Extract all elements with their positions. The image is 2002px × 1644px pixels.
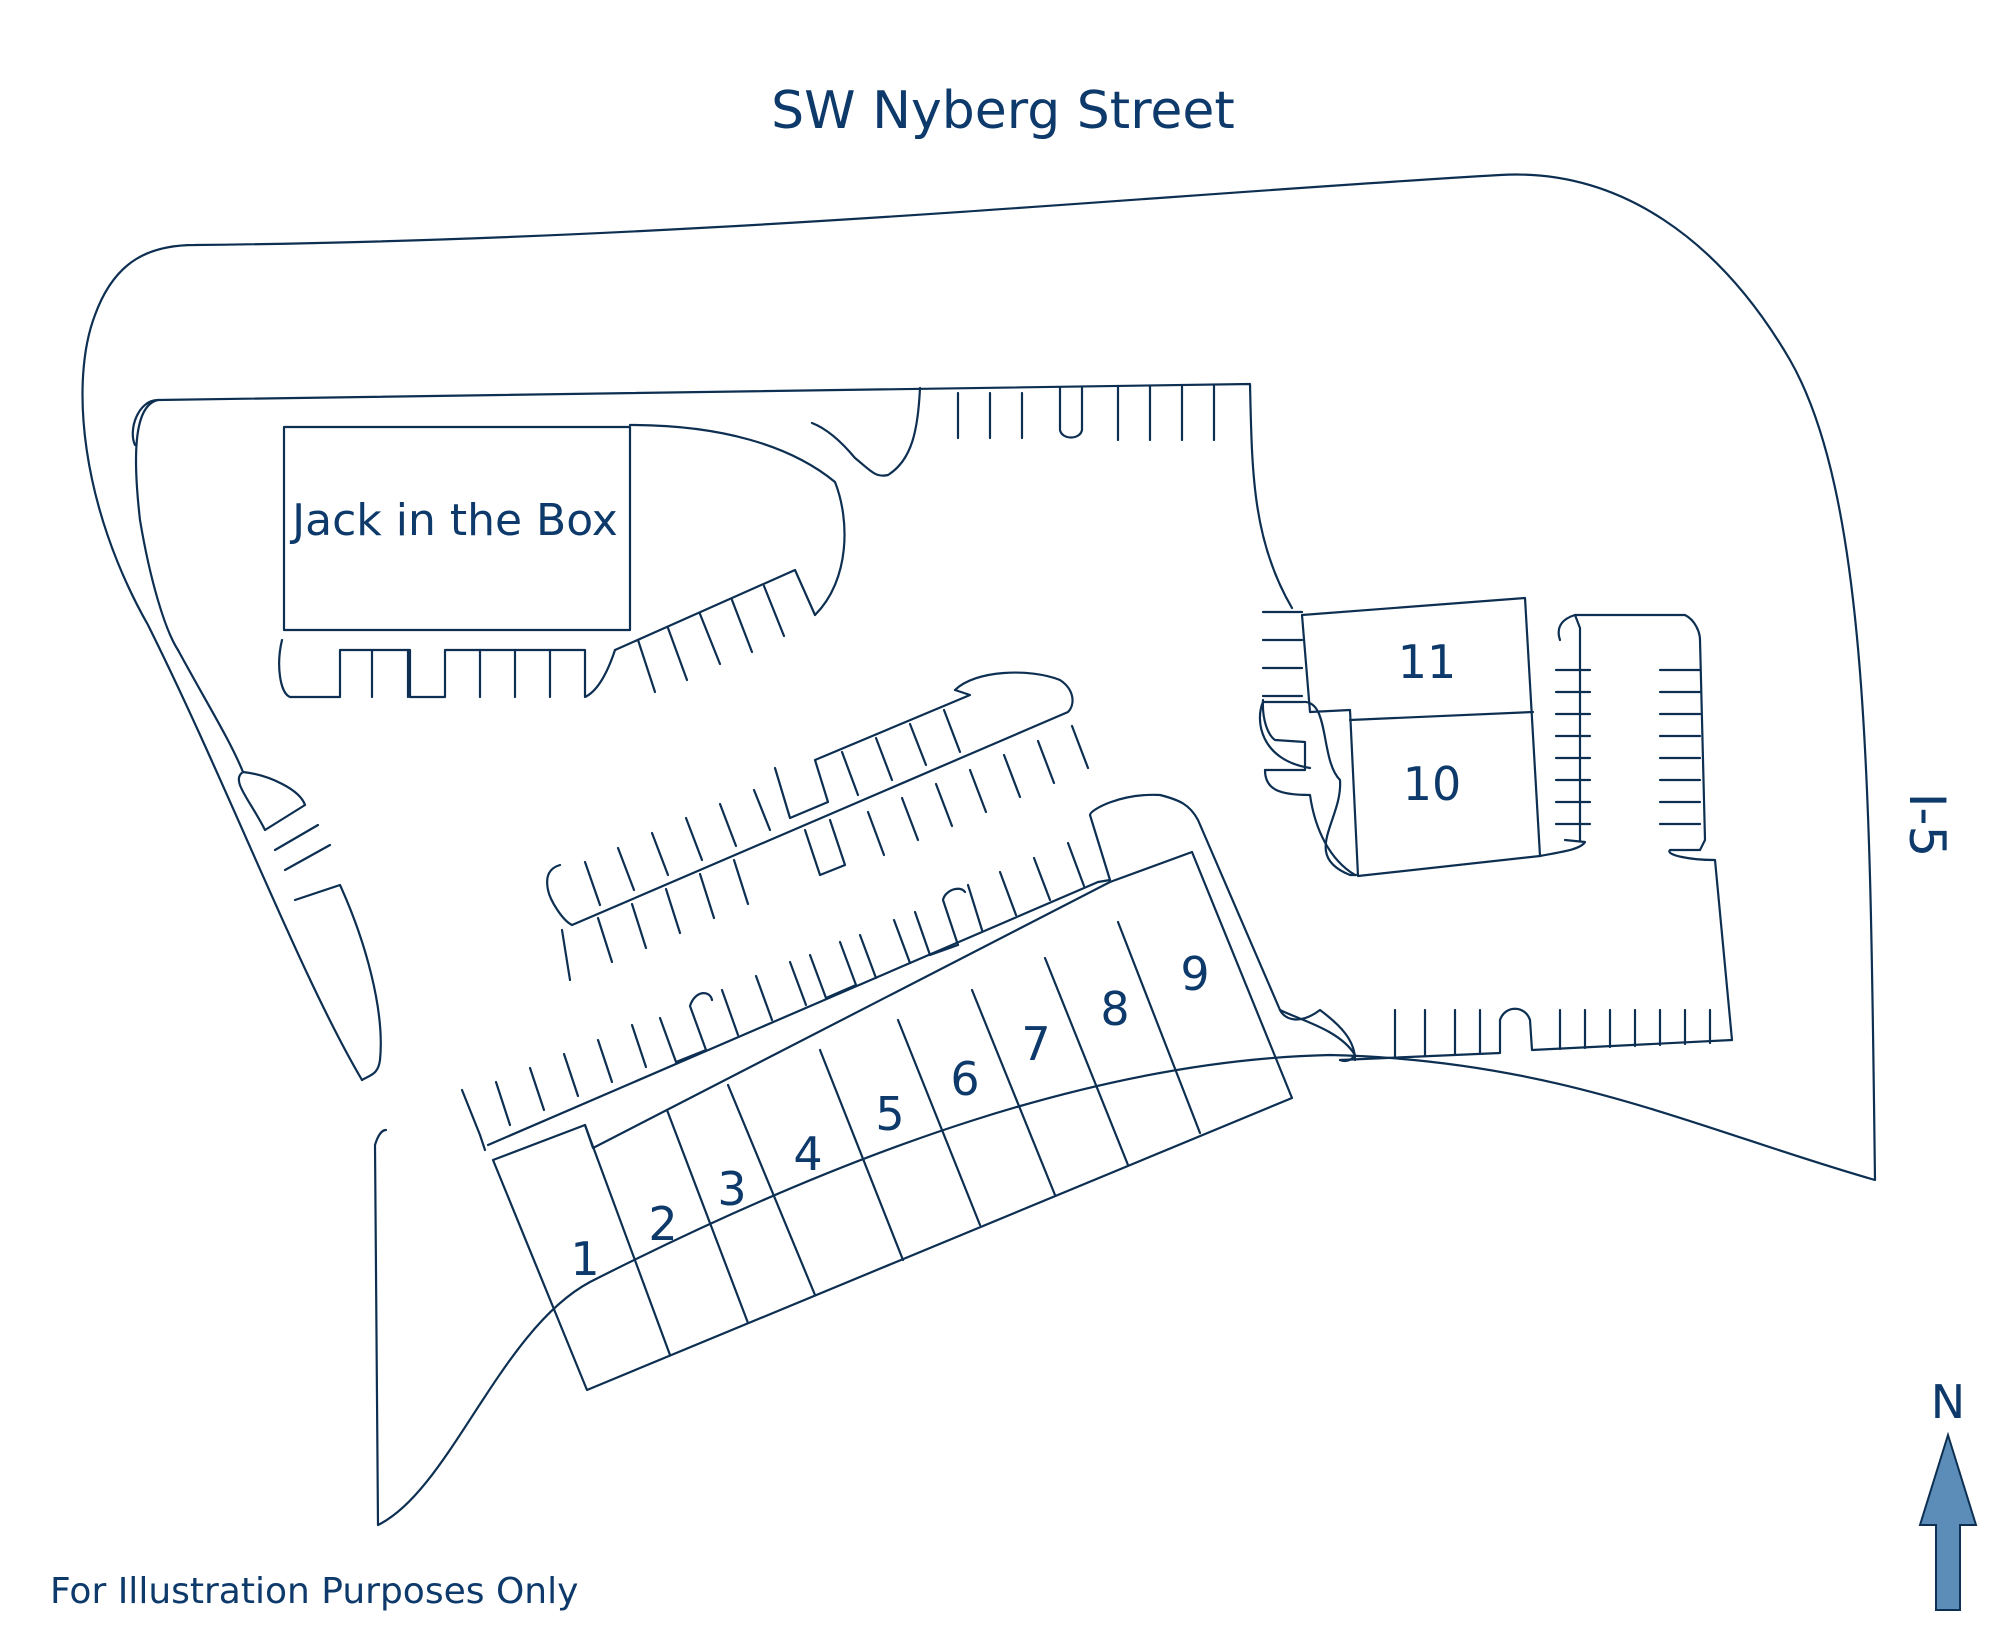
jack-in-the-box-building xyxy=(282,425,632,632)
unit-label-3: 3 xyxy=(717,1162,746,1216)
unit-label-11: 11 xyxy=(1398,635,1457,689)
west-island xyxy=(237,770,382,1082)
jack-in-the-box-pad xyxy=(278,423,846,699)
north-parking-bay xyxy=(810,384,1216,477)
unit-label-10: 10 xyxy=(1403,757,1462,811)
shop-front-parking xyxy=(460,793,1357,1152)
southeast-parking-row xyxy=(1338,1007,1734,1062)
west-curb xyxy=(176,648,245,774)
unit-label-8: 8 xyxy=(1100,982,1129,1036)
north-arrow-icon xyxy=(1918,1431,1978,1611)
highway-label: I-5 xyxy=(1898,793,1956,858)
unit-label-1: 1 xyxy=(570,1232,599,1286)
east-parking-field xyxy=(1554,613,1734,1042)
property-boundary xyxy=(81,173,1877,1527)
shops-building xyxy=(491,850,1294,1392)
unit-label-6: 6 xyxy=(950,1052,979,1106)
unit-label-9: 9 xyxy=(1180,947,1209,1001)
unit-label-2: 2 xyxy=(648,1197,677,1251)
west-drive-edge xyxy=(134,398,180,652)
tenant-label: Jack in the Box xyxy=(289,495,618,546)
disclaimer: For Illustration Purposes Only xyxy=(50,1571,578,1612)
southeast-curb xyxy=(1278,1008,1357,1063)
north-label: N xyxy=(1931,1375,1965,1429)
unit-label-5: 5 xyxy=(875,1087,904,1141)
central-parking-rows xyxy=(546,671,1090,982)
unit-label-7: 7 xyxy=(1021,1017,1050,1071)
unit-label-4: 4 xyxy=(793,1127,822,1181)
street-label: SW Nyberg Street xyxy=(771,81,1235,141)
